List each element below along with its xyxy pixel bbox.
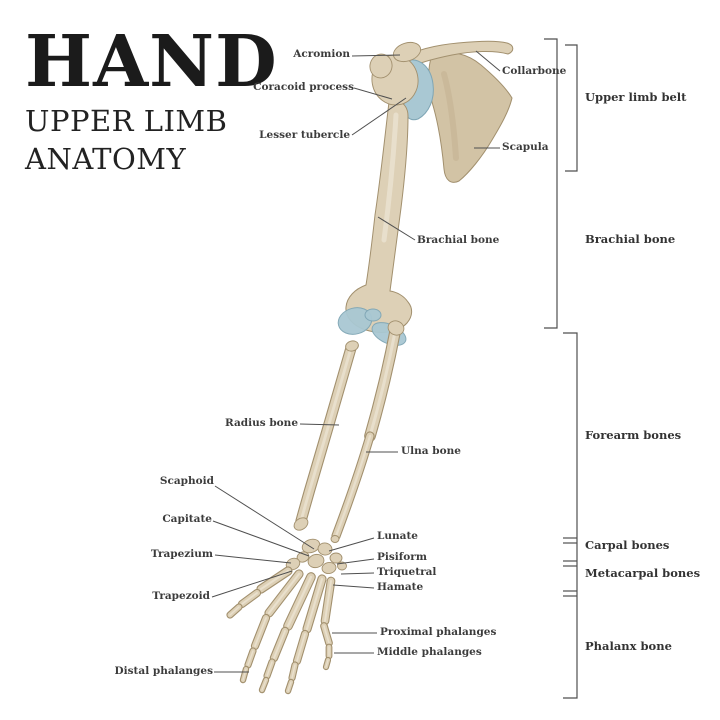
- bracket-upper-limb-belt: [565, 44, 578, 172]
- section-label-forearm-bones: Forearm bones: [585, 428, 682, 442]
- leader-acromion: [351, 54, 401, 57]
- bone-middle-distal-highlight: [261, 679, 267, 691]
- leader-scaphoid: [214, 485, 315, 550]
- label-hamate: Hamate: [377, 581, 424, 593]
- leader-trapezoid: [211, 570, 293, 598]
- bracket-shoulder-arm: [544, 38, 558, 329]
- label-middle-phalanges: Middle phalanges: [377, 646, 482, 658]
- bone-capitate: [307, 553, 325, 569]
- bone-thumb-proximal-highlight: [241, 592, 258, 605]
- bone-ring-distal-highlight: [287, 681, 292, 692]
- bone-scapula: [428, 51, 513, 183]
- label-distal-phalanges: Distal phalanges: [114, 665, 213, 677]
- bone-ulna-lower-highlight: [334, 434, 372, 538]
- bone-little-proximal-highlight: [323, 625, 330, 644]
- section-label-brachial-bone: Brachial bone: [585, 232, 676, 246]
- label-acromion: Acromion: [293, 48, 350, 60]
- bone-olecranon: [387, 320, 405, 336]
- label-pisiform: Pisiform: [377, 551, 427, 563]
- label-ulna-bone: Ulna bone: [401, 445, 461, 457]
- bone-triquetral: [329, 552, 343, 564]
- section-label-carpal-bones: Carpal bones: [585, 538, 670, 552]
- bone-metacarpal-5-highlight: [324, 580, 332, 622]
- label-radius-bone: Radius bone: [225, 417, 298, 429]
- bone-acromion: [392, 41, 422, 63]
- section-label-upper-limb-belt: Upper limb belt: [585, 90, 687, 104]
- bone-ring-middle-highlight: [291, 664, 296, 679]
- label-proximal-phalanges: Proximal phalanges: [380, 626, 497, 638]
- leader-collarbone: [475, 50, 501, 72]
- bone-ulna-styloid: [330, 535, 340, 543]
- label-collarbone: Collarbone: [502, 65, 567, 77]
- bone-hamate: [321, 561, 337, 575]
- leader-radius-bone: [299, 423, 340, 426]
- label-coracoid-process: Coracoid process: [253, 81, 354, 93]
- label-scapula: Scapula: [502, 141, 549, 153]
- bone-middle-middle-highlight: [266, 661, 273, 677]
- label-triquetral: Triquetral: [377, 566, 437, 578]
- page-title: HAND: [25, 19, 278, 103]
- label-scaphoid: Scaphoid: [159, 475, 214, 487]
- bone-little-distal-highlight: [325, 659, 329, 668]
- bone-metacarpal-4-highlight: [305, 577, 324, 631]
- bone-ring-proximal-highlight: [296, 633, 306, 662]
- bone-index-proximal-highlight: [254, 617, 267, 647]
- leader-coracoid-process: [353, 87, 393, 100]
- bone-radius-distal: [293, 517, 309, 531]
- leader-lesser-tubercle: [351, 97, 407, 136]
- page-subtitle-line1: UPPER LIMB: [25, 103, 228, 138]
- leader-capitate: [212, 520, 310, 557]
- bone-thumb-distal-highlight: [229, 606, 240, 616]
- bone-index-middle-highlight: [247, 650, 254, 666]
- cartilage-elbow-small: [364, 308, 382, 322]
- bone-metacarpal-3-highlight: [286, 575, 313, 628]
- bone-scaphoid: [301, 538, 321, 554]
- bone-radial-head: [345, 340, 359, 352]
- leader-brachial-bone: [377, 216, 416, 241]
- leader-hamate: [332, 584, 375, 589]
- bone-humerus-highlight: [381, 112, 399, 243]
- label-lunate: Lunate: [377, 530, 418, 542]
- bone-index-distal-highlight: [242, 668, 247, 681]
- section-label-metacarpal-bones: Metacarpal bones: [585, 566, 701, 580]
- leader-lunate: [328, 537, 375, 552]
- bone-radius-highlight: [299, 346, 353, 523]
- leader-trapezium: [214, 554, 292, 564]
- label-trapezium: Trapezium: [150, 548, 213, 560]
- label-capitate: Capitate: [162, 513, 212, 525]
- leader-triquetral: [340, 572, 375, 575]
- bracket-forearm-to-hand: [563, 332, 578, 699]
- title-block: HAND UPPER LIMB ANATOMY: [25, 19, 278, 177]
- label-lesser-tubercle: Lesser tubercle: [259, 129, 350, 141]
- page-subtitle-line2: ANATOMY: [25, 142, 187, 177]
- bone-humerus: [345, 99, 413, 333]
- bone-metacarpal-2-highlight: [267, 572, 301, 615]
- bone-middle-proximal-highlight: [273, 630, 286, 659]
- leader-pisiform: [336, 558, 375, 565]
- label-trapezoid: Trapezoid: [152, 590, 210, 602]
- label-brachial-bone: Brachial bone: [417, 234, 500, 246]
- bone-ulna-upper-highlight: [368, 330, 397, 438]
- section-label-phalanx-bone: Phalanx bone: [585, 639, 672, 653]
- bone-scapula-shading: [441, 71, 459, 161]
- bone-greater-tubercle: [369, 53, 393, 79]
